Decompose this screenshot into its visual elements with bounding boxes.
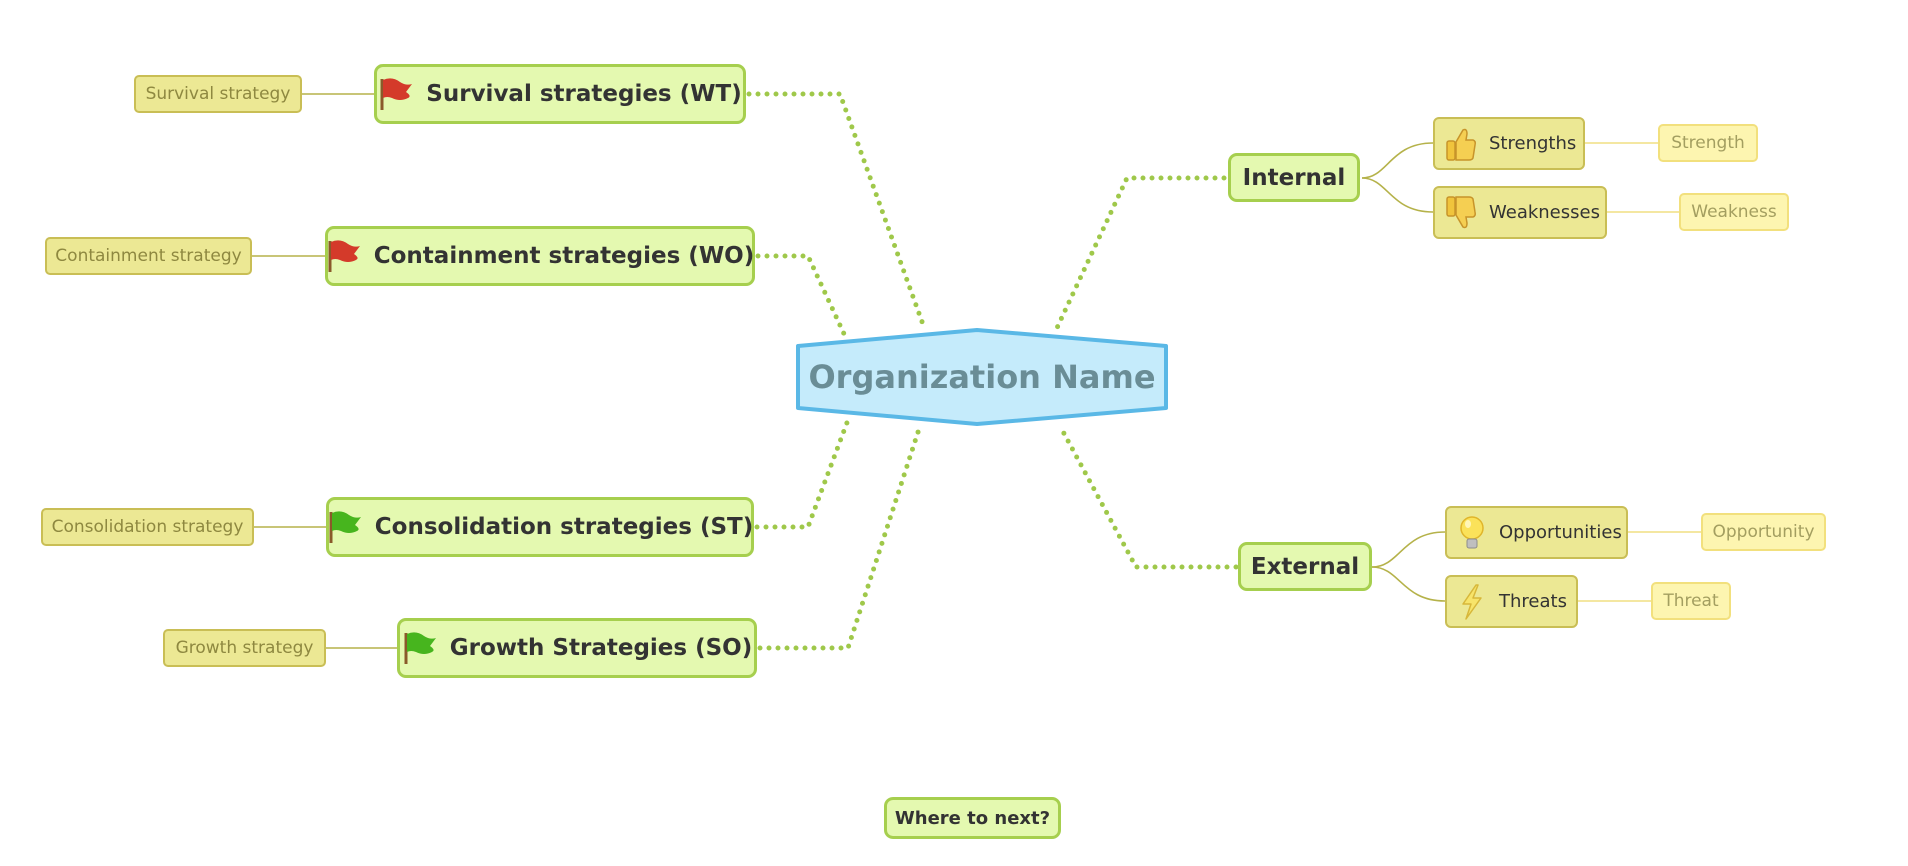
- branch-external[interactable]: External: [1238, 542, 1372, 591]
- connector-consolidation: [754, 417, 851, 530]
- where-to-next-label: Where to next?: [894, 807, 1051, 829]
- lightning-icon: [1457, 583, 1487, 621]
- leaf-strength[interactable]: Strength: [1658, 124, 1758, 162]
- factor-opportunities[interactable]: Opportunities: [1445, 506, 1628, 559]
- strategy-growth[interactable]: Growth Strategies (SO): [397, 618, 757, 678]
- thumbs-up-icon: [1445, 126, 1477, 162]
- connector-containment: [755, 253, 848, 339]
- connector-internal-weaknesses: [1361, 177, 1434, 213]
- central-topic-shape: [796, 328, 1168, 426]
- leaf-weakness[interactable]: Weakness: [1679, 193, 1789, 231]
- leaf-containment-strategy[interactable]: Containment strategy: [45, 237, 252, 275]
- green-flag-icon: [402, 630, 438, 666]
- central-topic[interactable]: Organization Name: [790, 325, 1174, 429]
- factor-weaknesses[interactable]: Weaknesses: [1433, 186, 1607, 239]
- strategy-consolidation-label: Consolidation strategies (ST): [374, 514, 754, 540]
- branch-internal-label: Internal: [1242, 164, 1346, 191]
- red-flag-icon: [378, 76, 414, 112]
- leaf-growth-strategy[interactable]: Growth strategy: [163, 629, 326, 667]
- leaf-threat[interactable]: Threat: [1651, 582, 1731, 620]
- strategy-survival-label: Survival strategies (WT): [426, 81, 742, 107]
- strategy-containment-label: Containment strategies (WO): [373, 243, 755, 269]
- factor-weaknesses-label: Weaknesses: [1489, 202, 1600, 223]
- strategy-survival[interactable]: Survival strategies (WT): [374, 64, 746, 124]
- leaf-survival-strategy[interactable]: Survival strategy: [134, 75, 302, 113]
- lightbulb-icon: [1457, 514, 1487, 552]
- strategy-containment[interactable]: Containment strategies (WO): [325, 226, 755, 286]
- connector-external-threats: [1371, 566, 1446, 602]
- connector-external: [1057, 423, 1239, 570]
- strategy-growth-label: Growth Strategies (SO): [449, 635, 753, 661]
- central-topic-label: Organization Name: [808, 358, 1156, 396]
- factor-opportunities-label: Opportunities: [1499, 522, 1622, 543]
- connector-survival: [746, 91, 928, 333]
- factor-strengths[interactable]: Strengths: [1433, 117, 1585, 170]
- factor-strengths-label: Strengths: [1489, 133, 1577, 154]
- branch-external-label: External: [1250, 553, 1360, 580]
- strategy-consolidation[interactable]: Consolidation strategies (ST): [326, 497, 754, 557]
- where-to-next-topic[interactable]: Where to next?: [884, 797, 1061, 839]
- connector-external-opportunities: [1371, 531, 1446, 568]
- factor-threats[interactable]: Threats: [1445, 575, 1578, 628]
- thumbs-down-icon: [1445, 195, 1477, 231]
- red-flag-icon: [326, 238, 362, 274]
- leaf-consolidation-strategy[interactable]: Consolidation strategy: [41, 508, 254, 546]
- factor-threats-label: Threats: [1499, 591, 1567, 612]
- connector-internal: [1053, 175, 1227, 333]
- connector-growth: [757, 423, 923, 651]
- green-flag-icon: [327, 509, 363, 545]
- branch-internal[interactable]: Internal: [1228, 153, 1360, 202]
- leaf-opportunity[interactable]: Opportunity: [1701, 513, 1826, 551]
- connector-internal-strengths: [1361, 142, 1434, 179]
